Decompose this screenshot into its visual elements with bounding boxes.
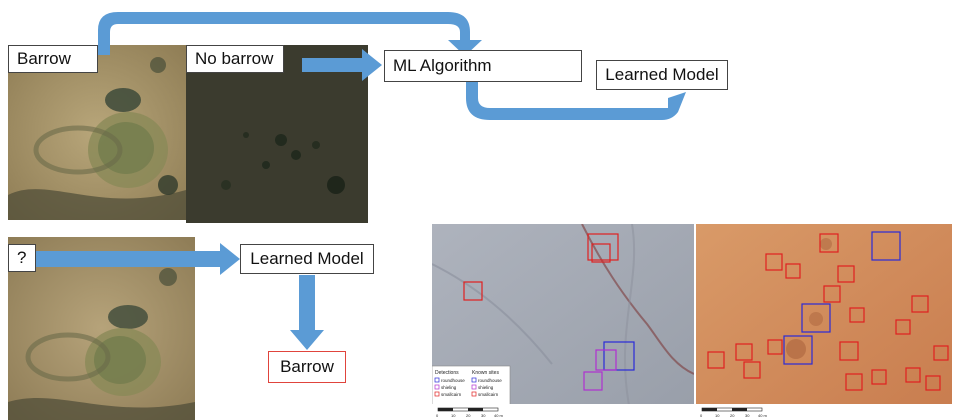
legend-known-item: smallcairn bbox=[478, 392, 499, 397]
detection-map-left: Detections Known sites roundhouse shieli… bbox=[432, 224, 694, 420]
detection-box bbox=[837, 265, 855, 283]
detection-box bbox=[871, 231, 901, 261]
detection-box bbox=[583, 371, 603, 391]
detection-box bbox=[463, 281, 483, 301]
query-label: ? bbox=[8, 244, 36, 272]
detection-box bbox=[823, 285, 841, 303]
scale-tick: 30 bbox=[481, 413, 486, 418]
detection-map-right: 0 10 20 30 40 m bbox=[696, 224, 952, 420]
query-aerial-photo bbox=[8, 237, 195, 420]
legend-known-item: roundhouse bbox=[478, 378, 502, 383]
legend-detections-title: Detections bbox=[435, 370, 459, 376]
detection-box bbox=[785, 263, 801, 279]
scale-tick: 20 bbox=[466, 413, 471, 418]
barrow-label: Barrow bbox=[8, 45, 98, 73]
detection-box bbox=[595, 349, 617, 371]
ml-algorithm-box: ML Algorithm bbox=[384, 50, 582, 82]
detection-box bbox=[845, 373, 863, 391]
detection-box bbox=[895, 319, 911, 335]
arrow-barrow-to-algorithm bbox=[98, 12, 482, 56]
detection-box bbox=[767, 339, 783, 355]
detection-box bbox=[707, 351, 725, 369]
learned-model-box-bottom: Learned Model bbox=[240, 244, 374, 274]
arrow-model-to-result bbox=[290, 275, 324, 350]
scale-tick: 10 bbox=[451, 413, 456, 418]
detection-box bbox=[783, 335, 813, 365]
result-barrow-box: Barrow bbox=[268, 351, 346, 383]
scale-tick: 20 bbox=[730, 413, 735, 418]
detection-box bbox=[765, 253, 783, 271]
detection-box bbox=[735, 343, 753, 361]
detection-box bbox=[849, 307, 865, 323]
learned-model-box-top: Learned Model bbox=[596, 60, 728, 90]
detection-box bbox=[839, 341, 859, 361]
legend-known-title: Known sites bbox=[472, 370, 499, 376]
legend-item: shieling bbox=[441, 385, 457, 390]
legend-item: roundhouse bbox=[441, 378, 465, 383]
detection-box bbox=[905, 367, 921, 383]
legend-item: smallcairn bbox=[441, 392, 462, 397]
scale-tick: 0 bbox=[700, 413, 703, 418]
arrow-query-to-model bbox=[36, 243, 240, 275]
arrow-nobarrow-to-algorithm bbox=[302, 49, 382, 81]
scale-tick: 30 bbox=[745, 413, 750, 418]
detection-box bbox=[591, 243, 611, 263]
scale-tick: 0 bbox=[436, 413, 439, 418]
no-barrow-aerial-photo bbox=[186, 45, 368, 223]
arrow-algorithm-to-model bbox=[466, 82, 686, 120]
detection-box bbox=[587, 233, 619, 261]
detection-box bbox=[925, 375, 941, 391]
detection-box bbox=[801, 303, 831, 333]
scale-tick: 40 m bbox=[758, 413, 768, 418]
detection-box bbox=[933, 345, 949, 361]
scale-tick: 10 bbox=[715, 413, 720, 418]
legend-known-item: shieling bbox=[478, 385, 494, 390]
detection-box bbox=[603, 341, 635, 371]
detection-box bbox=[871, 369, 887, 385]
detection-box bbox=[743, 361, 761, 379]
detection-box bbox=[819, 233, 839, 253]
barrow-aerial-photo bbox=[8, 45, 186, 220]
detection-box bbox=[911, 295, 929, 313]
no-barrow-label: No barrow bbox=[186, 45, 284, 73]
scale-tick: 40 m bbox=[494, 413, 504, 418]
